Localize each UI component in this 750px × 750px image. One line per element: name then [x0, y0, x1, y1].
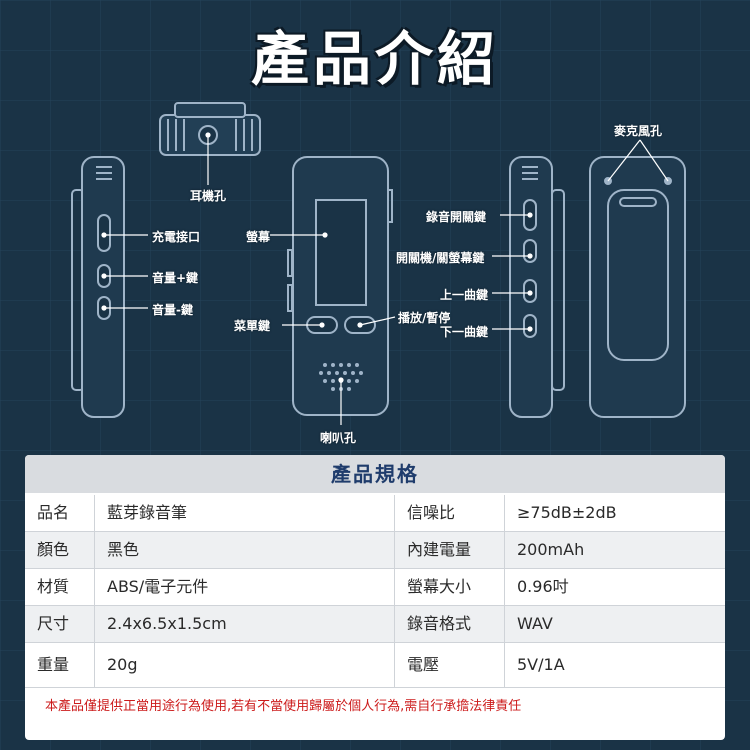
spec-value: 0.96吋 [517, 577, 569, 596]
label-volume-up: 音量+鍵 [152, 271, 199, 285]
spec-value: 黑色 [95, 532, 395, 568]
spec-key: 內建電量 [395, 532, 505, 568]
spec-key: 材質 [25, 569, 95, 605]
label-earphone-jack: 耳機孔 [190, 189, 227, 203]
spec-row: 尺寸 2.4x6.5x1.5cm 錄音格式 WAV [25, 606, 725, 643]
label-screen: 螢幕 [246, 230, 271, 244]
legal-notice: 本產品僅提供正當用途行為使用,若有不當使用歸屬於個人行為,需自行承擔法律責任 [45, 699, 522, 714]
left-side-view [71, 156, 125, 418]
label-charge-port: 充電接口 [152, 230, 201, 244]
spec-value: 20g [95, 643, 395, 687]
page-title: 產品介紹 [250, 25, 499, 93]
spec-key: 重量 [25, 643, 95, 687]
spec-row: 品名 藍芽錄音筆 信噪比 ≥75dB±2dB [25, 495, 725, 532]
spec-key: 電壓 [395, 643, 505, 687]
label-speaker: 喇叭孔 [320, 431, 357, 445]
spec-value: 藍芽錄音筆 [95, 495, 395, 531]
label-power-key: 開關機/關螢幕鍵 [396, 251, 485, 265]
spec-key: 品名 [25, 495, 95, 531]
label-mic: 麥克風孔 [614, 124, 663, 138]
spec-panel: 產品規格 品名 藍芽錄音筆 信噪比 ≥75dB±2dB 顏色 黑色 內建電量 2… [25, 455, 725, 740]
spec-value: 5V/1A [517, 655, 565, 674]
spec-key: 尺寸 [25, 606, 95, 642]
spec-key: 信噪比 [395, 495, 505, 531]
spec-value: WAV [517, 614, 553, 633]
label-prev-key: 上一曲鍵 [440, 288, 489, 302]
label-volume-down: 音量-鍵 [152, 303, 193, 317]
label-record-switch: 錄音開關鍵 [426, 210, 487, 224]
back-view [589, 156, 686, 418]
spec-key: 顏色 [25, 532, 95, 568]
label-menu-key: 菜單鍵 [234, 319, 271, 333]
spec-value: ≥75dB±2dB [517, 503, 617, 522]
spec-table: 品名 藍芽錄音筆 信噪比 ≥75dB±2dB 顏色 黑色 內建電量 200mAh… [25, 495, 725, 688]
product-diagram: 耳機孔 充電接口 音量+鍵 音量-鍵 螢幕 菜單鍵 喇叭孔 錄音開關鍵 開關機/… [0, 95, 750, 450]
label-play-pause: 播放/暫停 [398, 311, 451, 325]
spec-key: 螢幕大小 [395, 569, 505, 605]
spec-row: 材質 ABS/電子元件 螢幕大小 0.96吋 [25, 569, 725, 606]
spec-value: 2.4x6.5x1.5cm [95, 606, 395, 642]
spec-heading: 產品規格 [25, 455, 725, 493]
spec-row: 顏色 黑色 內建電量 200mAh [25, 532, 725, 569]
right-side-view [509, 156, 565, 418]
device-illustration [71, 102, 686, 425]
top-view [159, 102, 261, 156]
spec-value: 200mAh [517, 540, 585, 559]
front-view [287, 156, 393, 416]
label-next-key: 下一曲鍵 [440, 325, 489, 339]
spec-row: 重量 20g 電壓 5V/1A [25, 643, 725, 688]
spec-value: ABS/電子元件 [95, 569, 395, 605]
spec-key: 錄音格式 [395, 606, 505, 642]
